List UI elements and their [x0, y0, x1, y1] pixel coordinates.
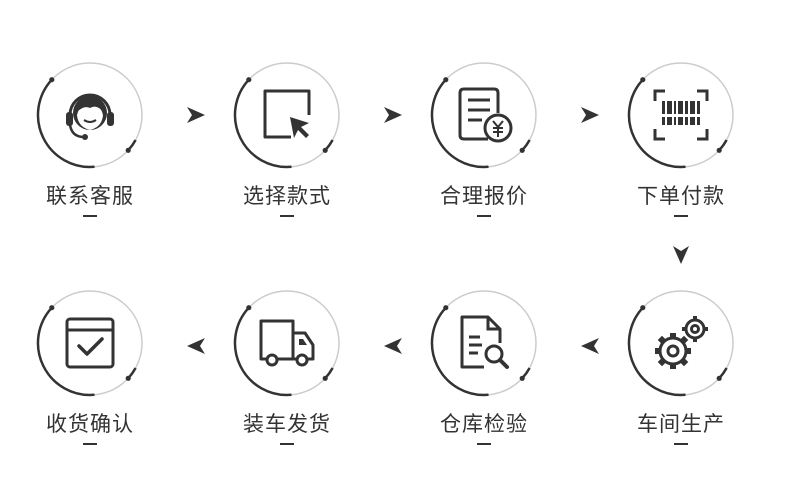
step-ring: [627, 290, 734, 397]
gears-icon: [655, 316, 708, 369]
step-label: 下单付款: [637, 184, 725, 208]
arrow-right-icon: [581, 107, 599, 123]
step-load-ship: 装车发货: [217, 288, 357, 458]
step-ring: [430, 62, 537, 169]
step-label: 选择款式: [243, 184, 331, 208]
delivery-truck-icon: [259, 319, 315, 367]
step-underline: [83, 443, 97, 445]
step-reasonable-quote: 合理报价: [414, 60, 554, 230]
arrow-left-icon: [581, 338, 599, 354]
step-warehouse-inspection: 仓库检验: [414, 288, 554, 458]
barcode-scan-icon: [653, 89, 709, 141]
step-underline: [477, 443, 491, 445]
document-inspect-icon: [460, 315, 509, 369]
customer-service-headset-icon: [66, 93, 114, 140]
step-underline: [477, 215, 491, 217]
arrow-right-icon: [384, 107, 402, 123]
step-receipt-confirm: 收货确认: [20, 288, 160, 458]
step-contact-service: 联系客服: [20, 60, 160, 230]
step-underline: [280, 443, 294, 445]
arrow-down-icon: [673, 246, 689, 264]
arrow-left-icon: [187, 338, 205, 354]
arrow-right-icon: [187, 107, 205, 123]
step-label: 收货确认: [46, 412, 134, 436]
step-ring: [233, 62, 340, 169]
checked-box-icon: [65, 317, 115, 369]
step-label: 车间生产: [637, 412, 725, 436]
step-underline: [674, 215, 688, 217]
step-workshop-production: 车间生产: [611, 288, 751, 458]
step-ring: [430, 290, 537, 397]
step-label: 联系客服: [46, 184, 134, 208]
step-underline: [83, 215, 97, 217]
step-underline: [280, 215, 294, 217]
step-ring: [36, 290, 143, 397]
price-quote-icon: [458, 87, 513, 143]
step-label: 装车发货: [243, 412, 331, 436]
step-ring: [233, 290, 340, 397]
arrow-left-icon: [384, 338, 402, 354]
step-underline: [674, 443, 688, 445]
cursor-select-icon: [263, 89, 311, 139]
step-label: 仓库检验: [440, 412, 528, 436]
step-select-style: 选择款式: [217, 60, 357, 230]
step-label: 合理报价: [440, 184, 528, 208]
step-ring: [627, 62, 734, 169]
step-ring: [36, 62, 143, 169]
step-order-pay: 下单付款: [611, 60, 751, 230]
